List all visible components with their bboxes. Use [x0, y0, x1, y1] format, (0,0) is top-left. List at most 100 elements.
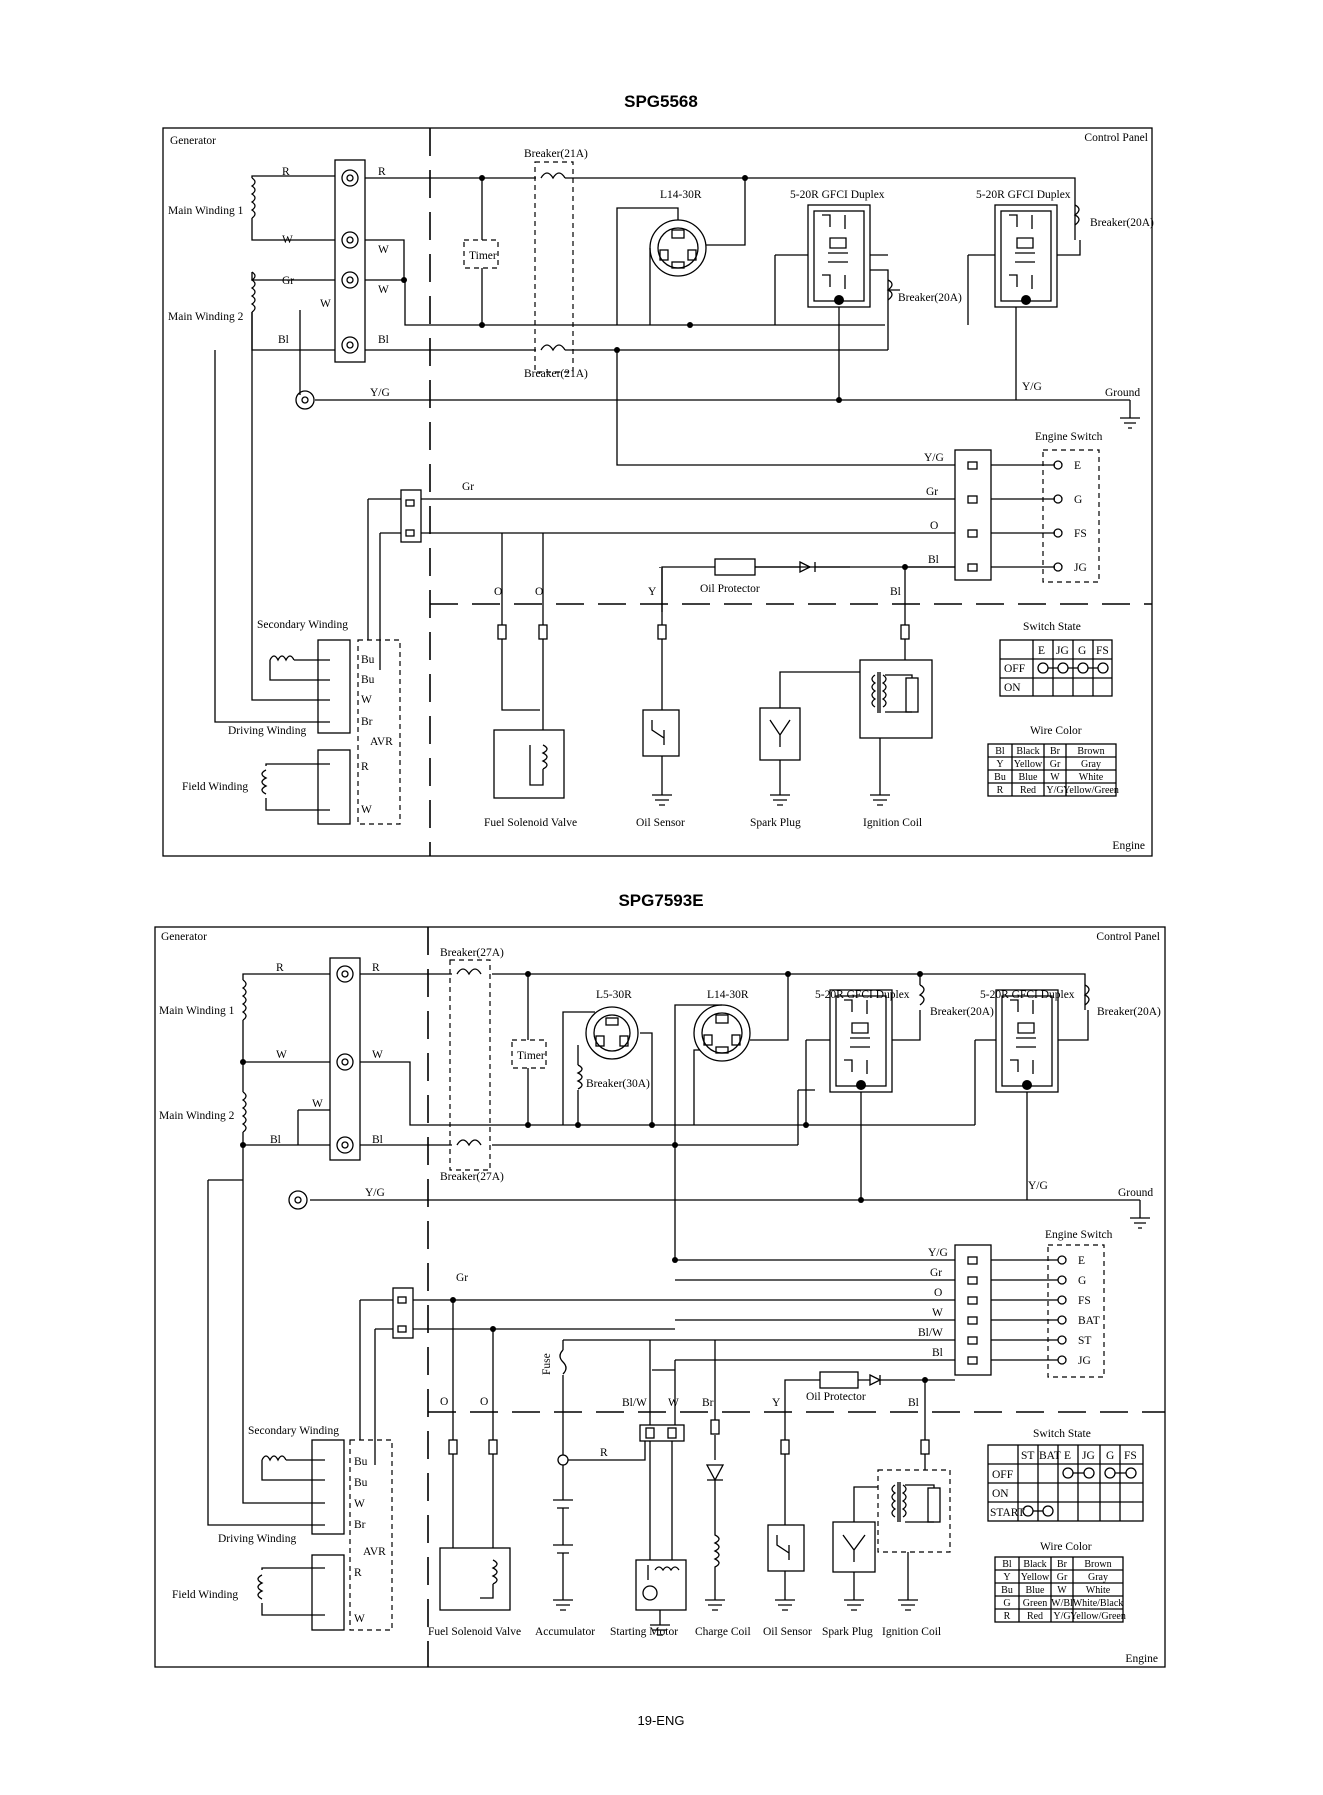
svg-text:OFF: OFF — [992, 1469, 1013, 1481]
breaker-27a — [449, 959, 491, 1171]
timer-label: Timer — [517, 1050, 545, 1062]
wire-label-o: O — [440, 1396, 448, 1408]
l5-30r-label: L5-30R — [596, 989, 632, 1001]
engine-switch-wire: Gr — [930, 1267, 942, 1279]
wire-label-y: Y — [648, 586, 657, 598]
field-winding-label: Field Winding — [182, 781, 248, 793]
wire-color-cell: Yellow — [1021, 1572, 1050, 1583]
engine-switch-term: BAT — [1078, 1315, 1100, 1327]
page-footer: 19-ENG — [637, 1713, 685, 1728]
svg-text:E: E — [1064, 1450, 1071, 1462]
avr-term: R — [354, 1567, 362, 1579]
engine-label: Engine — [1112, 840, 1145, 852]
terminal-block — [334, 159, 366, 363]
wire-label-bl: Bl — [378, 334, 389, 346]
main-winding-2-coil — [241, 1091, 247, 1133]
wire-label-bl: Bl — [372, 1134, 383, 1146]
fuel-solenoid-valve-label: Fuel Solenoid Valve — [428, 1626, 521, 1638]
wire-color-cell: Green — [1023, 1598, 1047, 1609]
wire-color-cell: White — [1086, 1585, 1111, 1596]
wire-color-cell: Y/G — [1046, 785, 1063, 796]
ignition-coil-label: Ignition Coil — [882, 1626, 941, 1638]
wire-color-cell: Brown — [1077, 746, 1104, 757]
spark-plug — [832, 1521, 876, 1573]
breaker-bottom-label: Breaker(21A) — [524, 368, 588, 380]
avr-label: AVR — [363, 1546, 386, 1558]
wire-label-o: O — [494, 586, 502, 598]
engine-switch — [1047, 1244, 1105, 1378]
charge-coil — [705, 1480, 725, 1611]
generator-label: Generator — [161, 931, 207, 943]
wire-label-w: W — [276, 1049, 287, 1061]
avr-term: W — [354, 1613, 365, 1625]
avr-term: R — [361, 761, 369, 773]
svg-text:ON: ON — [992, 1488, 1009, 1500]
accumulator-label: Accumulator — [535, 1626, 595, 1638]
breaker-21a — [534, 161, 574, 373]
ignition-coil-label: Ignition Coil — [863, 817, 922, 829]
diagram-frame — [162, 127, 1153, 857]
fuel-solenoid-valve — [493, 729, 565, 799]
main-winding-2-label: Main Winding 2 — [168, 311, 244, 323]
engine-switch-wire: O — [930, 520, 938, 532]
avr-term: Bu — [361, 674, 375, 686]
wire-color-cell: Blue — [1026, 1585, 1045, 1596]
starting-motor-label: Starting Motor — [610, 1626, 678, 1638]
svg-text:G: G — [1078, 645, 1086, 657]
avr-term: W — [361, 804, 372, 816]
wire-color-cell: Bu — [1001, 1585, 1013, 1596]
wire-label-w: W — [668, 1397, 679, 1409]
wire-label-blw: Bl/W — [622, 1397, 647, 1409]
wire-label-yg-ground: Y/G — [1028, 1180, 1048, 1192]
wire-color-cell: Br — [1057, 1559, 1068, 1570]
wire-label-r: R — [372, 962, 380, 974]
wire-color-cell: W — [1057, 1585, 1067, 1596]
oil-sensor — [767, 1524, 805, 1572]
oil-protector — [819, 1371, 859, 1389]
wire-color-cell: Y — [996, 759, 1003, 770]
wire-label-yg: Y/G — [365, 1187, 385, 1199]
wire-label-r: R — [378, 166, 386, 178]
wire-color-cell: White/Black — [1073, 1598, 1124, 1609]
wire-color-cell: Yellow/Green — [1070, 1611, 1126, 1622]
engine-switch-wire: Gr — [926, 486, 938, 498]
avr-term: Br — [354, 1519, 366, 1531]
spark-plug-label: Spark Plug — [750, 817, 801, 829]
wire-color-label: Wire Color — [1040, 1541, 1092, 1553]
avr-term: Bu — [354, 1456, 368, 1468]
ground-icon — [1130, 1200, 1150, 1229]
wire-label-yg-ground: Y/G — [1022, 381, 1042, 393]
spark-plug-label: Spark Plug — [822, 1626, 873, 1638]
avr-label: AVR — [370, 736, 393, 748]
engine-switch-term: E — [1074, 460, 1081, 472]
oil-sensor-label: Oil Sensor — [763, 1626, 812, 1638]
gfci-2-label: 5-20R GFCI Duplex — [976, 189, 1071, 201]
generator-label: Generator — [170, 135, 216, 147]
main-winding-1-label: Main Winding 1 — [159, 1005, 235, 1017]
wire-color-cell: Y/G — [1053, 1611, 1070, 1622]
wire-color-cell: R — [997, 785, 1004, 796]
engine-switch-term: FS — [1074, 528, 1087, 540]
svg-text:FS: FS — [1124, 1450, 1137, 1462]
wire-color-label: Wire Color — [1030, 725, 1082, 737]
gfci-2-label: 5-20R GFCI Duplex — [980, 989, 1075, 1001]
svg-text:BAT: BAT — [1039, 1450, 1061, 1462]
driving-winding-label: Driving Winding — [228, 725, 306, 737]
timer-box — [463, 239, 499, 269]
ground-terminal — [295, 390, 315, 410]
wire-label-w: W — [372, 1049, 383, 1061]
l14-30r-label: L14-30R — [707, 989, 749, 1001]
oil-sensor — [642, 709, 680, 757]
main-winding-2-coil — [250, 271, 256, 313]
avr-term: Bu — [354, 1477, 368, 1489]
field-winding-coil — [257, 1567, 325, 1616]
engine-switch-term: JG — [1074, 562, 1087, 574]
l14-30r-label: L14-30R — [660, 189, 702, 201]
ground-label: Ground — [1118, 1187, 1153, 1199]
breaker-top-label: Breaker(27A) — [440, 947, 504, 959]
wire-label-gr: Gr — [456, 1272, 468, 1284]
wire-color-cell: Gray — [1088, 1572, 1108, 1583]
oil-protector-label: Oil Protector — [806, 1391, 866, 1403]
